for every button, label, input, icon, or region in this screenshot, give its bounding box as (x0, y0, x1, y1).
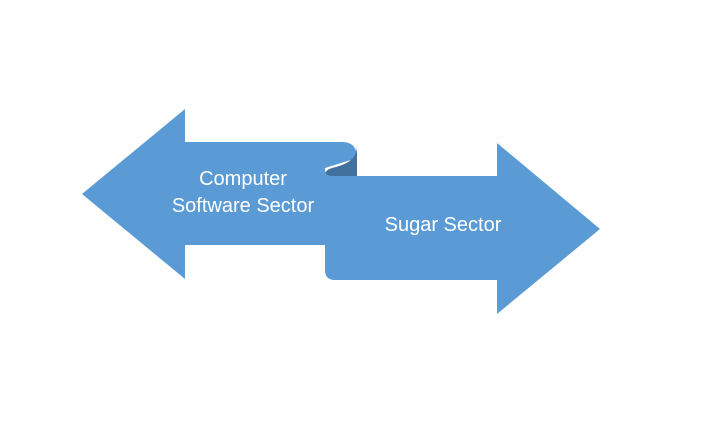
right-arrow-shape (325, 143, 600, 314)
left-arrow-label-line2: Software Sector (171, 195, 315, 217)
right-arrow-label: Sugar Sector (384, 214, 502, 236)
ribbon-fold (325, 146, 357, 176)
left-arrow-label-line1: Computer (199, 168, 287, 190)
left-arrow-shape (82, 109, 357, 279)
left-arrow-label: Computer Software Sector (140, 166, 346, 220)
